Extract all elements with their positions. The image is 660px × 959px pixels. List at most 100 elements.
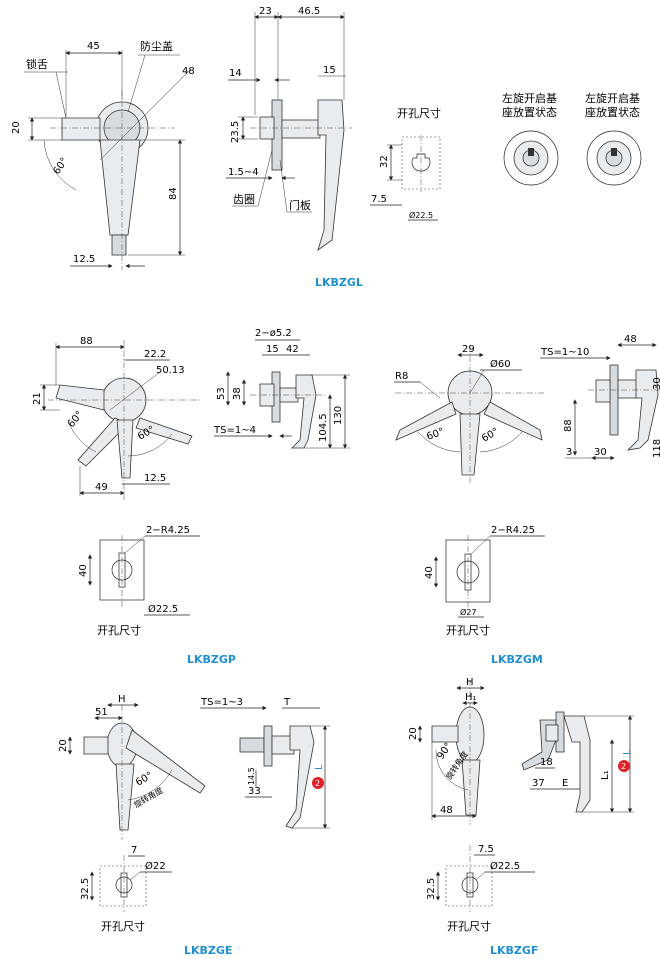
lkbzgl-cutout-d7-5: 7.5 (371, 194, 387, 205)
lkbzge-cutout-title: 开孔尺寸 (101, 919, 145, 933)
lkbzgl-dim-46-5: 46.5 (298, 6, 320, 17)
lkbzgl-section: 45 48 20 60° 84 12.5 锁舌 防尘盖 23 46. (11, 6, 642, 289)
lkbzgp-dim-130: 130 (333, 406, 344, 425)
lkbzgl-cutout-title: 开孔尺寸 (397, 106, 441, 120)
lkbzgl-dim-12-5: 12.5 (73, 254, 95, 265)
lkbzge-title: LKBZGE (184, 944, 232, 957)
lkbzgf-h: H (466, 677, 474, 688)
lkbzge-front-view: H 51 20 60° 旋转角度 (58, 694, 206, 840)
lkbzgp-cutout-title: 开孔尺寸 (97, 623, 141, 637)
lkbzgp-ts: TS=1~4 (213, 425, 256, 436)
lkbzgf-cutout-title: 开孔尺寸 (447, 919, 491, 933)
lkbzgl-states: 左旋开启基 座放置状态 左旋开启基 座放置状态 (502, 91, 642, 186)
lkbzge-dim-51: 51 (95, 707, 108, 718)
lkbzgl-state-left-l1: 左旋开启基 (502, 91, 557, 105)
lkbzgp-title: LKBZGP (187, 653, 236, 666)
lkbzge-angle: 60° (134, 770, 155, 788)
lkbzgm-cutout-radius: 2−R4.25 (491, 525, 535, 536)
lkbzgp-section: 88 22.2 50.13 21 60° 60° 49 12.5 2−ø5.2 … (32, 328, 350, 666)
lkbzgl-cutout: 开孔尺寸 32 7.5 Ø22.5 (370, 106, 441, 221)
lkbzge-dim-20: 20 (58, 739, 69, 752)
lkbzgm-front-view: 29 Ø60 R8 60° 60° (394, 344, 545, 485)
lkbzge-cutout: 7 Ø22 32.5 开孔尺寸 (80, 845, 172, 933)
lkbzge-badge (312, 777, 324, 789)
lkbzgp-dim-42: 42 (286, 344, 299, 355)
lkbzgp-cutout-radius: 2−R4.25 (146, 525, 190, 536)
lkbzgl-front-view: 45 48 20 60° 84 12.5 锁舌 防尘盖 (11, 39, 195, 270)
lkbzgm-cutout-dia: Ø27 (460, 607, 476, 617)
lkbzgl-cutout-dia: Ø22.5 (409, 210, 433, 220)
lkbzgl-angle-60: 60° (51, 156, 70, 177)
lkbzgp-dim-38: 38 (232, 387, 243, 400)
lkbzgf-d48: 48 (440, 805, 453, 816)
lkbzgp-dim-88: 88 (80, 336, 93, 347)
lkbzgm-ts: TS=1~10 (540, 347, 589, 358)
lkbzgp-angle-1: 60° (66, 409, 86, 430)
lkbzgf-d37: 37 (532, 778, 545, 789)
lkbzgl-cutout-d32: 32 (379, 155, 390, 168)
lkbzgm-cutout-title: 开孔尺寸 (446, 623, 490, 637)
lkbzgl-title: LKBZGL (315, 276, 363, 289)
lkbzgp-dim-53: 53 (216, 387, 227, 400)
lkbzgm-angle-2: 60° (480, 426, 501, 444)
lkbzgp-dim-49: 49 (95, 482, 108, 493)
lkbzgl-dim-48: 48 (182, 66, 195, 77)
lkbzgf-d20: 20 (408, 727, 419, 740)
lkbzgf-cutout-d32-5: 32.5 (426, 878, 437, 900)
lkbzgf-angle: 90° (435, 741, 454, 762)
lkbzgf-cutout-d7-5: 7.5 (478, 844, 494, 855)
lkbzgm-r8: R8 (395, 371, 408, 382)
lkbzgf-front-view: H H₁ 20 90° 旋转角度 48 (408, 677, 485, 825)
lkbzgf-l: L (622, 749, 633, 755)
lkbzgp-dim-12-5: 12.5 (144, 473, 166, 484)
lkbzgm-dim-29: 29 (462, 344, 475, 355)
lkbzgm-dim-3: 3 (566, 447, 572, 458)
lkbzgl-label-door: 门板 (289, 198, 311, 212)
lkbzgl-state-right-l1: 左旋开启基 (585, 91, 640, 105)
lkbzgm-dim-118: 118 (652, 439, 660, 458)
lkbzgf-cutout: 7.5 Ø22.5 32.5 开孔尺寸 (426, 844, 535, 933)
lkbzgl-dim-23-5: 23.5 (230, 121, 241, 143)
lkbzgp-dim-50-13: 50.13 (156, 365, 185, 376)
lkbzgm-cutout: 2−R4.25 40 Ø27 开孔尺寸 (424, 525, 545, 637)
lkbzgl-label-gear: 齿圈 (233, 193, 255, 206)
lkbzgf-badge-number: 2 (621, 762, 626, 771)
lkbzge-side-view: TS=1~3 T 14.5 33 2 L (200, 697, 330, 829)
lkbzge-t: T (283, 697, 291, 708)
lkbzge-cutout-dia: Ø22 (145, 860, 166, 872)
lkbzge-section: H 51 20 60° 旋转角度 TS=1~3 T 14.5 33 2 L 7 (58, 694, 330, 957)
lkbzgm-dim-48: 48 (624, 334, 637, 345)
lkbzgm-dim-30b: 30 (594, 447, 607, 458)
lkbzgm-side-view: TS=1~10 48 30 88 3 30 118 (540, 334, 660, 461)
lkbzgl-state-right-l2: 座放置状态 (585, 105, 640, 119)
lkbzgl-dim-45: 45 (87, 41, 100, 52)
lkbzgf-side-view: 18 37 E L₁ 2 L (521, 711, 634, 813)
lkbzge-l: L (314, 764, 325, 770)
lkbzgm-cutout-d40: 40 (424, 566, 435, 579)
lkbzge-d33: 33 (248, 786, 261, 797)
lkbzgf-e: E (562, 778, 568, 789)
lkbzge-cutout-d7: 7 (131, 845, 137, 856)
lkbzgm-dim-30: 30 (652, 377, 660, 390)
lkbzgm-dim-88: 88 (563, 419, 574, 432)
lkbzge-ts: TS=1~3 (200, 697, 243, 708)
lkbzgl-dim-84: 84 (168, 187, 179, 200)
lkbzgf-d18: 18 (540, 757, 553, 768)
lkbzgp-dim-15: 15 (266, 344, 279, 355)
lkbzgf-cutout-dia: Ø22.5 (490, 860, 520, 872)
lkbzgl-dim-1-5-4: 1.5~4 (228, 167, 259, 178)
lkbzgf-h1: H₁ (465, 692, 477, 703)
lkbzgf-section: H H₁ 20 90° 旋转角度 48 18 37 E L₁ 2 L (408, 677, 634, 957)
lkbzgm-title: LKBZGM (491, 653, 543, 666)
lkbzgp-dim-22-2: 22.2 (144, 349, 166, 360)
lkbzgp-cutout-d40: 40 (78, 564, 89, 577)
lkbzgl-dim-14: 14 (229, 68, 242, 79)
lkbzgm-section: 29 Ø60 R8 60° 60° TS=1~10 48 30 88 3 30 … (394, 334, 660, 666)
lkbzgf-badge (618, 760, 630, 772)
lkbzge-h: H (118, 694, 126, 705)
lkbzgp-dim-21: 21 (32, 392, 43, 405)
lkbzgm-dia-60: Ø60 (490, 358, 511, 370)
lkbzgl-dim-20: 20 (11, 121, 22, 134)
lkbzgf-title: LKBZGF (490, 944, 538, 957)
lkbzgl-label-dustcover: 防尘盖 (140, 39, 173, 53)
